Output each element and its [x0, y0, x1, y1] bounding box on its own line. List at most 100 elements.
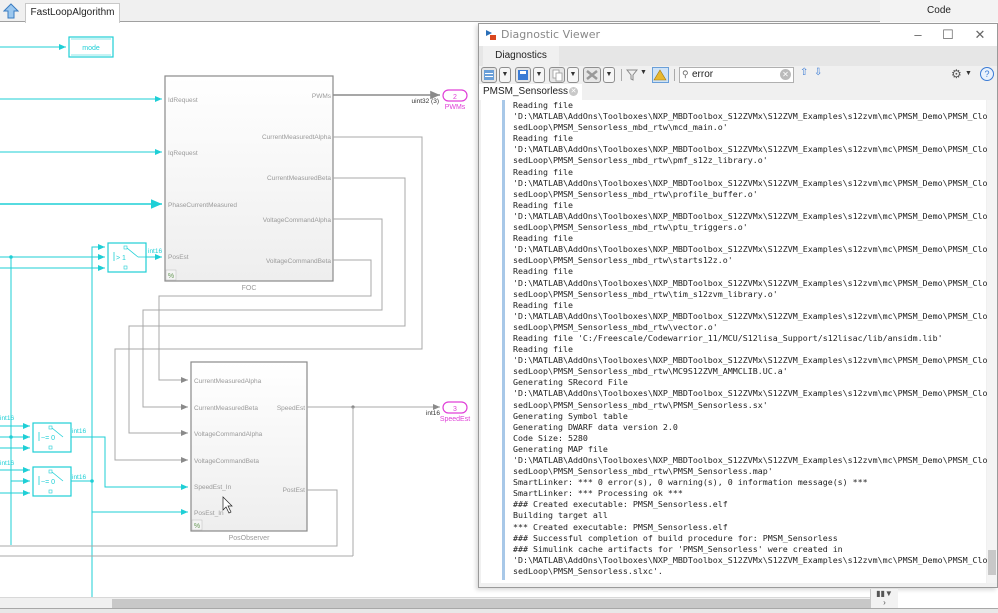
log-line: Reading file	[513, 199, 573, 210]
signal-type-label: int16	[72, 474, 86, 481]
window-title-bar[interactable]: Diagnostic Viewer – ☐ ✕	[479, 24, 997, 46]
log-line: SmartLinker: *** Processing ok ***	[513, 488, 683, 499]
log-line: Generating MAP file	[513, 443, 608, 454]
switch-block[interactable]: > 1	[107, 242, 147, 273]
layout-dropdown[interactable]: ▼	[499, 67, 511, 83]
posobserver-input-port: VoltageCommandBeta	[194, 458, 259, 465]
log-line: Reading file	[513, 166, 573, 177]
settings-dropdown-icon[interactable]: ▼	[965, 70, 972, 77]
maximize-button[interactable]: ☐	[942, 27, 954, 42]
clear-search-icon[interactable]: ✕	[780, 69, 791, 80]
log-line: Reading file	[513, 100, 573, 110]
posobserver-subsystem[interactable]: CurrentMeasuredAlpha CurrentMeasuredBeta…	[190, 361, 308, 542]
outport-speedest[interactable]: 3 SpeedEst	[440, 401, 470, 423]
status-bar	[0, 608, 998, 613]
subsystem-badge: %	[168, 273, 174, 280]
log-line: Reading file	[513, 133, 573, 144]
log-line: 'D:\MATLAB\AddOns\Toolboxes\NXP_MBDToolb…	[513, 144, 988, 155]
switch-criteria: ~= 0	[41, 479, 55, 486]
switch-input-wires[interactable]	[0, 244, 105, 597]
log-line: sedLoop\PMSM_Sensorless_mbd_rtw\starts12…	[513, 255, 733, 266]
posobserver-output-port: PostEst	[283, 487, 306, 494]
feedback-wires[interactable]	[114, 136, 423, 463]
filter-icon[interactable]	[626, 69, 638, 81]
foc-output-port: VoltageCommandAlpha	[263, 217, 332, 224]
toolbar-separator	[674, 69, 675, 81]
log-line: *** Created executable: PMSM_Sensorless.…	[513, 521, 728, 532]
log-line: 'D:\MATLAB\AddOns\Toolboxes\NXP_MBDToolb…	[513, 244, 988, 255]
view-layout-button[interactable]	[481, 67, 497, 83]
canvas-corner-controls[interactable]: ▮▮▼ ›	[870, 589, 898, 608]
foc-input-port: IqRequest	[168, 150, 198, 157]
signal-type-label: int16	[0, 415, 14, 422]
clear-x-icon	[586, 70, 598, 80]
foc-input-port: PhaseCurrentMeasured	[168, 202, 237, 209]
log-line: 'D:\MATLAB\AddOns\Toolboxes\NXP_MBDToolb…	[513, 111, 988, 122]
clear-dropdown[interactable]: ▼	[603, 67, 615, 83]
log-line: ### Simulink cache artifacts for 'PMSM_S…	[513, 543, 843, 554]
foc-output-port: CurrentMeasuredtAlpha	[262, 134, 331, 141]
log-line: 'D:\MATLAB\AddOns\Toolboxes\NXP_MBDToolb…	[513, 310, 988, 321]
clear-button[interactable]	[583, 67, 601, 83]
log-line: Building target all	[513, 510, 608, 521]
vertical-scrollbar[interactable]	[987, 100, 997, 583]
warning-icon	[653, 69, 667, 81]
up-arrow-icon[interactable]	[3, 3, 19, 19]
foc-input-port: IdRequest	[168, 97, 198, 104]
goto-block-mode[interactable]: mode	[68, 36, 114, 58]
outport-pwms[interactable]: 2 PWMs	[442, 89, 468, 111]
posobserver-input-port: VoltageCommandAlpha	[194, 431, 263, 438]
log-line: sedLoop\PMSM_Sensorless_mbd_rtw\ptu_trig…	[513, 222, 748, 233]
horizontal-scrollbar[interactable]	[0, 597, 870, 608]
mouse-cursor-icon	[222, 496, 233, 514]
tab-code[interactable]: Code	[880, 0, 998, 22]
junction-dot	[90, 479, 94, 483]
tab-diagnostics[interactable]: Diagnostics	[483, 46, 559, 66]
save-button[interactable]	[515, 67, 531, 83]
minimize-button[interactable]: –	[914, 27, 922, 42]
posobserver-output-port: SpeedEst	[277, 405, 305, 412]
save-icon	[518, 70, 528, 80]
save-dropdown[interactable]: ▼	[533, 67, 545, 83]
log-line: sedLoop\PMSM_Sensorless_mbd_rtw\pmf_s12z…	[513, 155, 768, 166]
outport-name: SpeedEst	[440, 416, 470, 423]
doc-tab-label: PMSM_Sensorless	[483, 86, 569, 97]
copy-button[interactable]	[549, 67, 565, 83]
next-match-icon[interactable]: ⇩	[814, 67, 823, 78]
switch-wires[interactable]	[0, 423, 188, 515]
switch-criteria: > 1	[116, 255, 126, 262]
log-line: ### Successful completion of build proce…	[513, 532, 838, 543]
warning-filter-toggle[interactable]	[652, 67, 669, 83]
signal-type-label: uint32 (3)	[412, 98, 439, 105]
close-button[interactable]: ✕	[974, 27, 986, 42]
log-line: Generating SRecord File	[513, 377, 628, 388]
signal-type-label: int16	[148, 248, 162, 255]
foc-output-port: CurrentMeasuredBeta	[267, 175, 331, 182]
log-line: 'D:\MATLAB\AddOns\Toolboxes\NXP_MBDToolb…	[513, 388, 988, 399]
foc-subsystem[interactable]: IdRequest IqRequest PhaseCurrentMeasured…	[164, 75, 334, 292]
diagnostic-toolbar: ▼ ▼ ▼ ▼ ▼ ⚲ error ✕	[479, 66, 997, 84]
search-input[interactable]: ⚲ error ✕	[679, 67, 794, 83]
diagnostic-log[interactable]: Reading file'D:\MATLAB\AddOns\Toolboxes\…	[481, 100, 988, 583]
previous-match-icon[interactable]: ⇧	[800, 67, 809, 78]
posobserver-block-name: PosObserver	[229, 535, 271, 542]
log-line: 'D:\MATLAB\AddOns\Toolboxes\NXP_MBDToolb…	[513, 177, 988, 188]
scrollbar-thumb[interactable]	[988, 550, 996, 575]
scrollbar-thumb[interactable]	[112, 599, 870, 608]
close-tab-icon[interactable]: ✕	[569, 87, 578, 96]
signal-line[interactable]	[0, 489, 338, 547]
switch-block[interactable]: ~= 0	[32, 466, 72, 497]
log-line: Reading file	[513, 233, 573, 244]
switch-block[interactable]: ~= 0	[32, 422, 72, 453]
scroll-right-icon[interactable]: ›	[883, 598, 886, 607]
gear-icon[interactable]: ⚙	[951, 67, 962, 81]
tab-pmsm-sensorless[interactable]: PMSM_Sensorless ✕	[479, 84, 582, 100]
filter-dropdown-icon[interactable]: ▼	[640, 69, 647, 76]
model-tab-bar: FastLoopAlgorithm Code	[0, 0, 998, 23]
help-icon[interactable]: ?	[980, 67, 994, 81]
log-line: 'D:\MATLAB\AddOns\Toolboxes\NXP_MBDToolb…	[513, 554, 988, 565]
tab-fastloopalgorithm[interactable]: FastLoopAlgorithm	[25, 3, 120, 23]
view-toggle-icon[interactable]: ▮▮▼	[876, 589, 893, 598]
goto-label: mode	[82, 45, 100, 52]
copy-dropdown[interactable]: ▼	[567, 67, 579, 83]
